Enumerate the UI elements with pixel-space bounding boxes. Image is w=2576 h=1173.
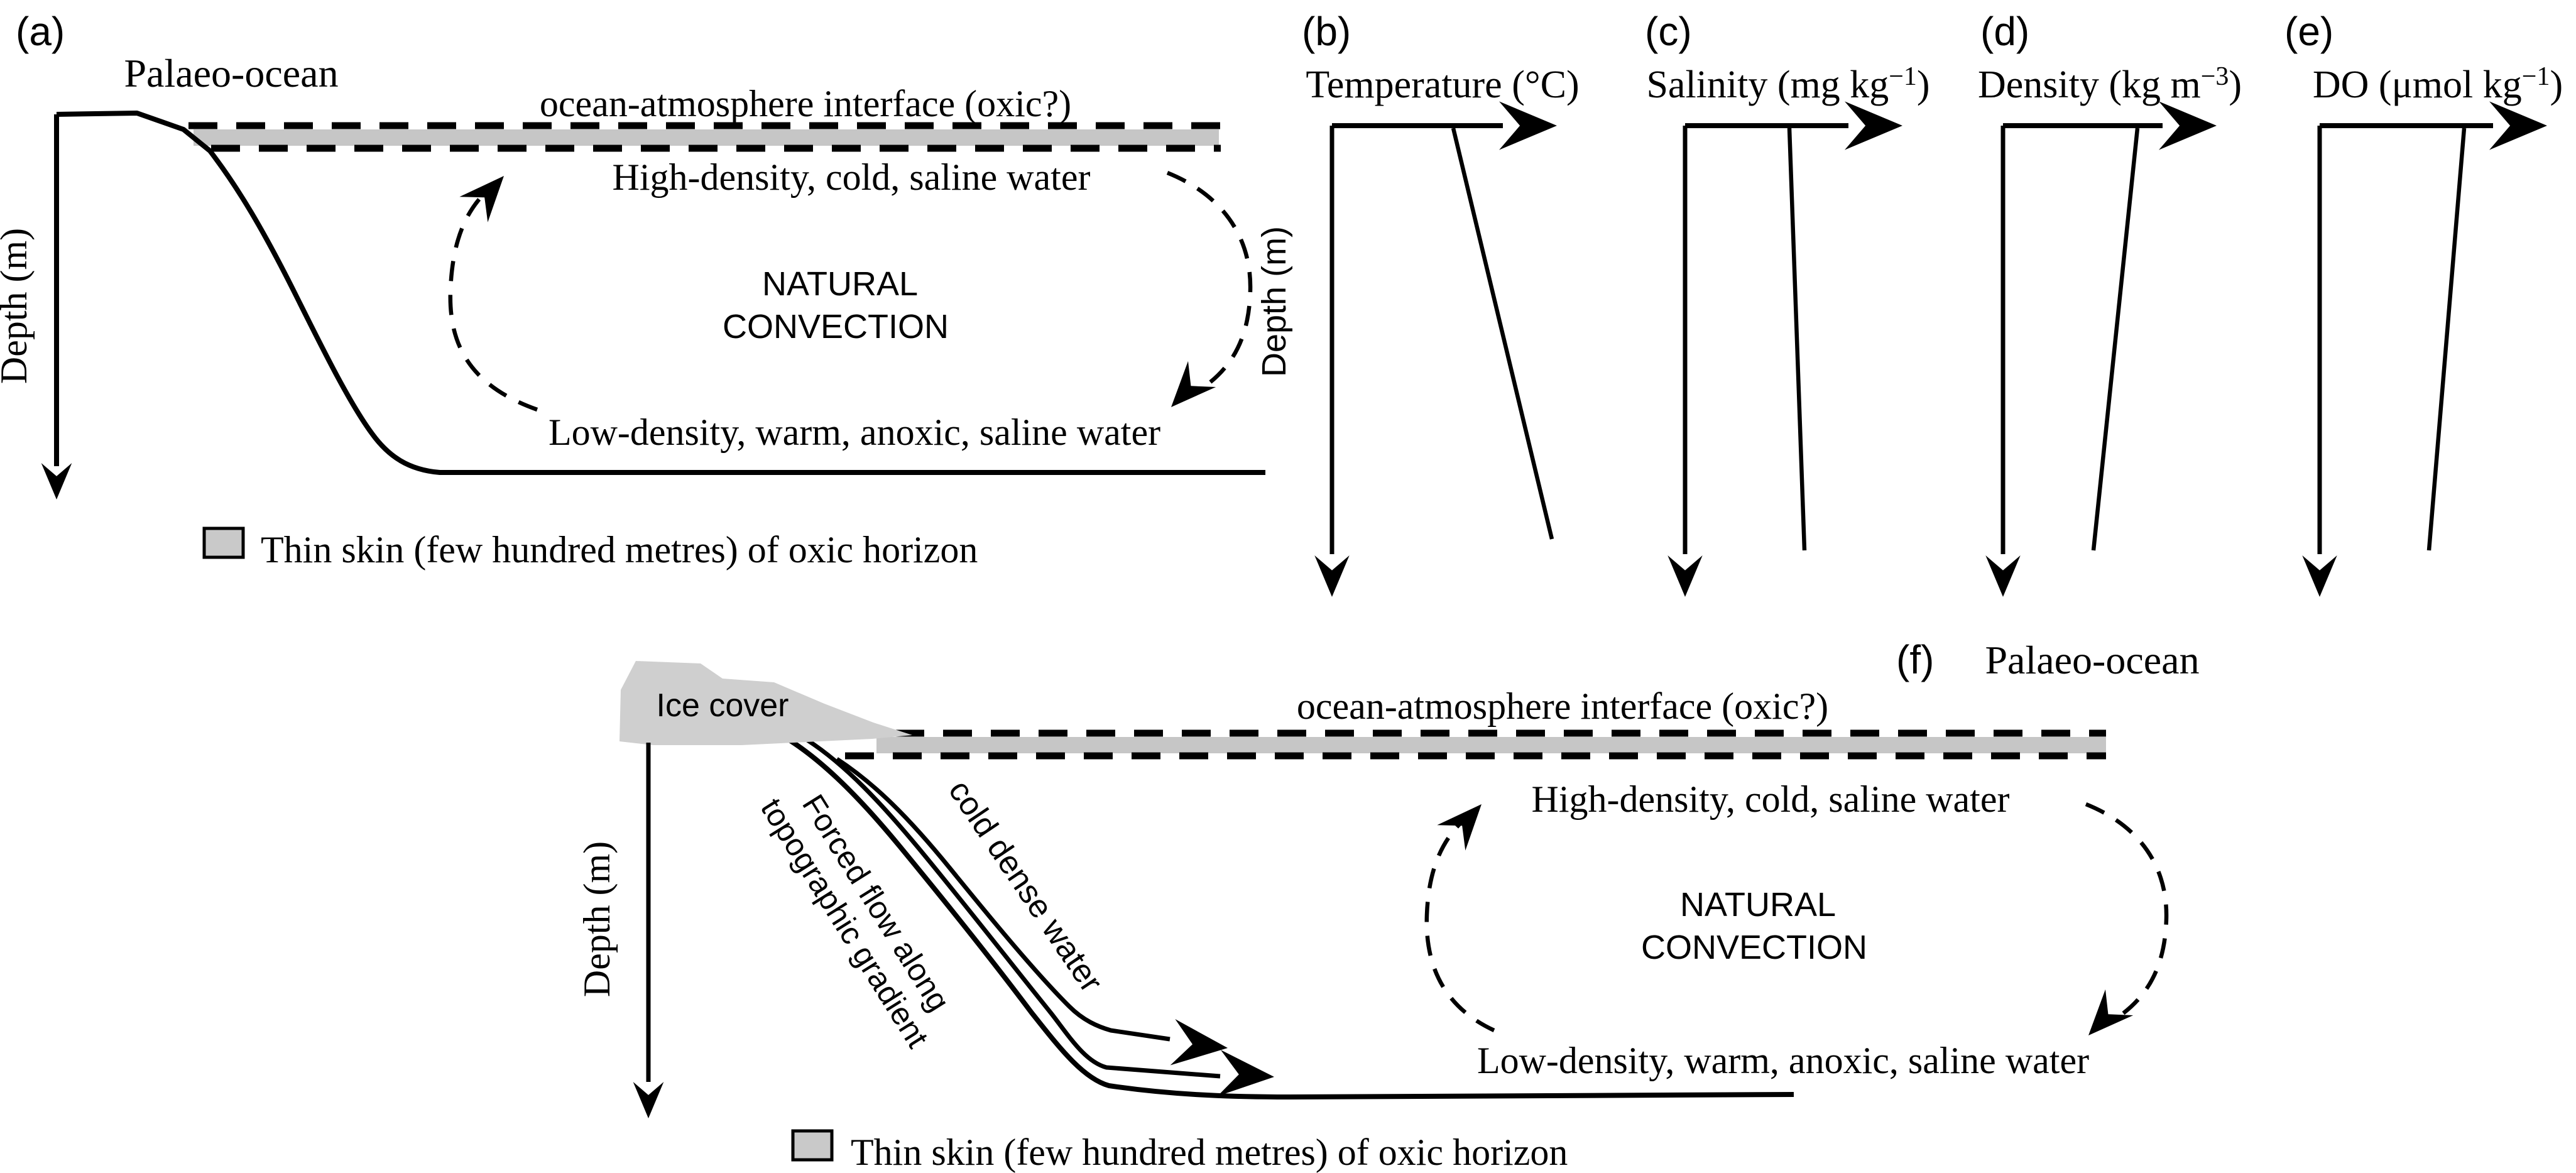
x-axis-arrowhead-d [2159,101,2217,150]
depth-axis-label-b: Depth (m) [1255,226,1293,377]
panel-f-label: (f) [1896,637,1934,682]
flow-channel-middle-line [806,738,1221,1079]
y-axis-arrowhead-e [2302,555,2337,597]
panel-d-title: Density (kg m−3) [1978,62,2242,106]
legend-swatch-a [202,526,245,559]
convection-arc-left-f [1424,811,1495,1032]
panel-f: (f) Palaeo-ocean ocean-atmosphere interf… [576,637,2200,1173]
panel-c-title: Salinity (mg kg−1) [1646,62,1929,106]
interface-label-a: ocean-atmosphere interface (oxic?) [540,83,1071,124]
panel-b-title: Temperature (°C) [1306,63,1579,106]
depth-axis-arrowhead-f [633,1082,664,1118]
depth-axis-label-f: Depth (m) [576,841,618,997]
density-profile-line [2091,128,2140,551]
coastline-a [56,111,1265,475]
interface-label-f: ocean-atmosphere interface (oxic?) [1297,685,1828,727]
convection-label-line2-f: CONVECTION [1641,929,1867,966]
panel-d: (d) Density (kg m−3) [1978,9,2242,597]
temperature-profile-line [1451,128,1554,540]
y-axis-arrowhead-d [1985,555,2021,597]
convection-arrowhead-down-a [1157,361,1216,420]
lower-water-label-f: Low-density, warm, anoxic, saline water [1477,1040,2089,1081]
flow-arrowhead-upper [1170,1019,1230,1071]
ice-cover-shape [619,661,912,745]
convection-arc-right-a [1166,170,1253,401]
depth-axis-label-a: Depth (m) [0,228,35,384]
panel-e: (e) DO (μmol kg−1) [2284,9,2563,597]
panel-f-title: Palaeo-ocean [1985,638,2199,682]
x-axis-arrowhead-b [1499,101,1557,150]
upper-water-label-a: High-density, cold, saline water [613,156,1091,198]
panel-b: (b) Temperature (°C) Depth (m) [1255,9,1580,597]
slope-seafloor-line [778,731,1794,1099]
lower-water-label-a: Low-density, warm, anoxic, saline water [548,412,1160,453]
panel-c: (c) Salinity (mg kg−1) [1645,9,1930,597]
oxygen-profile-line [2426,128,2467,551]
panel-e-title: DO (μmol kg−1) [2313,62,2563,106]
panel-d-label: (d) [1980,9,2029,54]
legend-text-f: Thin skin (few hundred metres) of oxic h… [851,1132,1568,1173]
x-axis-arrowhead-e [2489,101,2547,150]
oxic-band-a [194,129,1219,146]
panel-a: (a) Palaeo-ocean ocean-atmosphere interf… [0,9,1265,570]
panel-e-label: (e) [2284,9,2333,54]
ice-cover-label: Ice cover [657,687,789,724]
upper-water-label-f: High-density, cold, saline water [1532,778,2010,820]
convection-label-line1-f: NATURAL [1680,886,1836,924]
x-axis-arrowhead-c [1845,101,1902,150]
convection-arc-left-a [448,183,538,412]
flow-channel-upper-line [836,757,1171,1042]
legend-text-a: Thin skin (few hundred metres) of oxic h… [261,529,978,570]
panel-c-label: (c) [1645,9,1692,54]
panel-a-title: Palaeo-ocean [124,51,338,95]
profile-panels: (b) Temperature (°C) Depth (m) (c) Salin… [1255,9,2563,597]
y-axis-arrowhead-b [1314,555,1350,597]
convection-arc-right-f [2085,802,2169,1030]
panel-a-label: (a) [16,9,65,54]
panel-b-label: (b) [1302,9,1351,54]
legend-swatch-f [791,1129,834,1162]
salinity-profile-line [1787,128,1807,551]
y-axis-arrowhead-c [1667,555,1703,597]
convection-label-line2-a: CONVECTION [723,308,949,346]
oxic-band-f [876,737,2106,753]
depth-axis-arrowhead-a [41,463,72,499]
convection-label-line1-a: NATURAL [762,265,918,303]
flow-arrowhead-lower [1217,1049,1276,1100]
